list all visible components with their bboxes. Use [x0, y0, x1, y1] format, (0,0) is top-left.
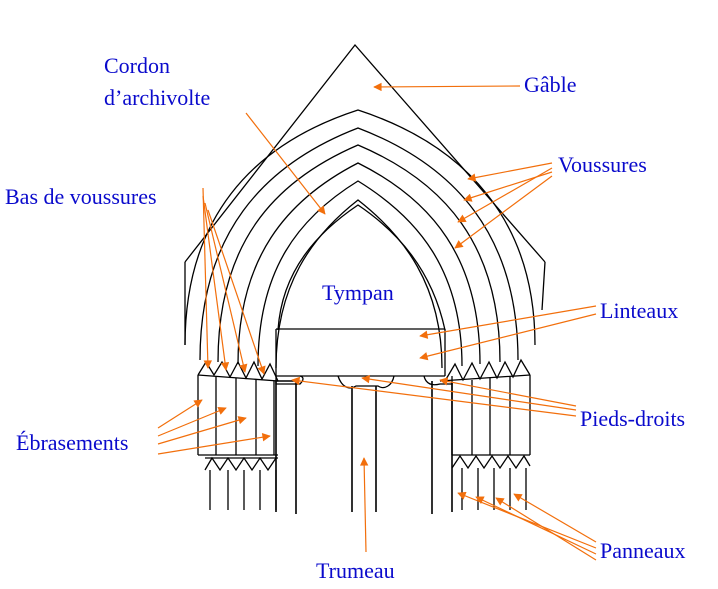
arrow-ebras-1 [157, 399, 203, 429]
label-linteaux: Linteaux [600, 298, 679, 323]
label-cordon-2: d’archivolte [104, 85, 211, 110]
voussure-arch-3 [237, 162, 481, 365]
bas-voussures-right [444, 358, 531, 382]
pied-droit-right [431, 381, 453, 514]
arrow-ebras-4 [157, 433, 271, 455]
arrow-pieds-2 [361, 374, 577, 411]
label-trumeau: Trumeau [316, 558, 395, 583]
label-gable: Gâble [524, 72, 577, 97]
arrow-bas-1 [202, 187, 212, 369]
arrow-panneaux-3 [495, 497, 597, 561]
arrow-voussures-3 [463, 171, 553, 202]
archivolt-base-line [197, 374, 531, 382]
arrow-ebras-2 [157, 406, 227, 437]
trumeau-capital [337, 375, 395, 389]
arrow-ebras-3 [157, 416, 247, 445]
pied-droit-left [275, 380, 297, 514]
voussure-arch-4 [257, 180, 463, 367]
arrow-panneaux-4 [513, 493, 597, 543]
arrow-voussures-1 [467, 162, 553, 182]
panneaux-left-zigzag [204, 456, 277, 472]
arrow-linteaux-2 [419, 313, 597, 361]
arrow-bas-3 [204, 202, 248, 373]
arrow-panneaux-2 [475, 496, 597, 555]
tympanum-arch [277, 204, 446, 331]
inner-arch [275, 199, 443, 369]
arrow-cordon [245, 112, 326, 215]
voussure-arch-2 [217, 144, 501, 363]
corbel-left [275, 375, 304, 385]
arrow-bas-4 [207, 209, 266, 375]
gable-outline [184, 43, 546, 263]
label-bas-voussures: Bas de voussures [5, 184, 157, 209]
panel-base-left [198, 454, 278, 459]
arrow-bas-2 [202, 195, 230, 371]
ebrasements-left [197, 375, 275, 455]
panneaux-right-zigzag [451, 454, 531, 470]
panneaux-right-lines [461, 468, 527, 510]
label-panneaux: Panneaux [600, 538, 686, 563]
label-cordon-1: Cordon [104, 53, 170, 78]
label-pieds-droits: Pieds-droits [580, 406, 686, 431]
trumeau-shaft [351, 386, 377, 512]
archivolt-end-right [541, 261, 546, 311]
label-voussures: Voussures [558, 152, 647, 177]
arrow-linteaux-1 [419, 305, 597, 339]
outer-archivolt [184, 109, 536, 346]
arrow-pieds-1 [439, 377, 577, 407]
label-ebrasements: Ébrasements [16, 430, 129, 455]
lintel-outline [275, 328, 446, 377]
arrow-voussures-4 [454, 175, 553, 249]
ebrasements-right [451, 375, 531, 455]
arrow-gable [373, 82, 521, 92]
arrows [157, 82, 597, 561]
arrow-pieds-3 [291, 376, 577, 417]
arrow-trumeau [359, 457, 369, 553]
label-tympan: Tympan [322, 280, 394, 305]
panneaux-left-lines [209, 470, 277, 510]
